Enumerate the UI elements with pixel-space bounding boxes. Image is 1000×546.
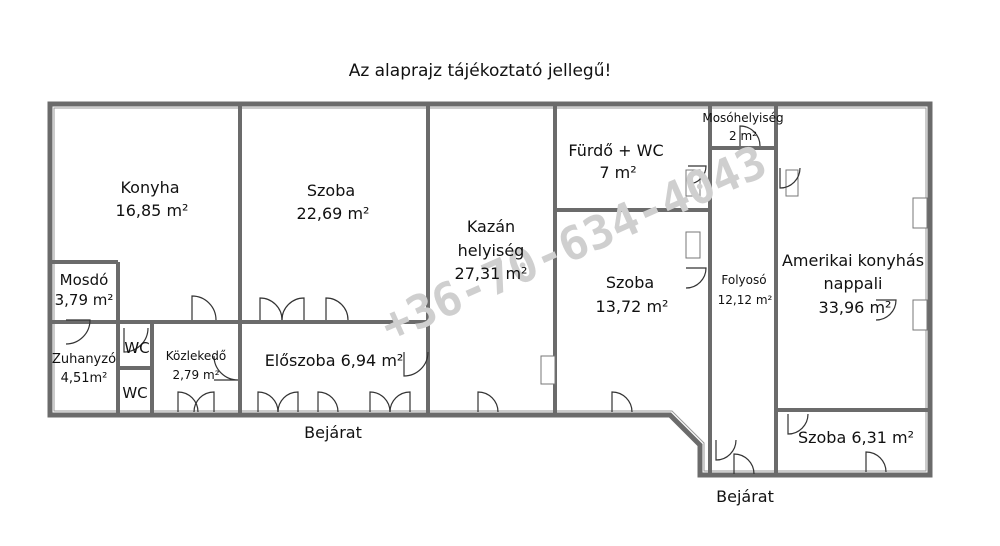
room-zuhanyzo-name: Zuhanyzó	[52, 352, 116, 367]
room-wc2-name: WC	[122, 384, 147, 402]
room-szoba2-area: 13,72 m²	[596, 297, 669, 316]
entrance-label-side: Bejárat	[716, 487, 774, 506]
room-szoba1-area: 22,69 m²	[297, 204, 370, 223]
room-nappali-name-1: Amerikai konyhás	[782, 251, 924, 270]
room-szoba1-name: Szoba	[307, 181, 355, 200]
room-szoba3-name: Szoba 6,31 m²	[798, 428, 914, 447]
room-mosdo-area: 3,79 m²	[55, 291, 114, 309]
doors	[65, 125, 897, 475]
interior-walls	[50, 104, 930, 475]
room-kozlekedo-name: Közlekedő	[166, 349, 227, 363]
room-kazan-name-2: helyiség	[458, 241, 525, 260]
room-konyha-name: Konyha	[120, 178, 179, 197]
room-labels: Konyha 16,85 m² Szoba 22,69 m² Kazán hel…	[52, 111, 924, 447]
room-moso-area: 2 m²	[729, 129, 757, 143]
room-nappali-area: 33,96 m²	[819, 298, 892, 317]
windows	[540, 169, 928, 385]
room-szoba2-name: Szoba	[606, 273, 654, 292]
room-eloszoba-name: Előszoba 6,94 m²	[265, 351, 404, 370]
room-furdo-area: 7 m²	[599, 163, 636, 182]
room-kozlekedo-area: 2,79 m²	[172, 368, 219, 382]
room-moso-name: Mosóhelyiség	[702, 111, 783, 125]
room-mosdo-name: Mosdó	[60, 271, 109, 289]
room-zuhanyzo-area: 4,51m²	[61, 371, 108, 386]
room-kazan-area: 27,31 m²	[455, 264, 528, 283]
room-folyoso-area: 12,12 m²	[718, 293, 773, 307]
page-title: Az alaprajz tájékoztató jellegű!	[349, 61, 612, 81]
phone-watermark: +36-70-634-4043	[373, 134, 774, 352]
room-kazan-name-1: Kazán	[467, 217, 515, 236]
room-nappali-name-2: nappali	[824, 274, 883, 293]
room-wc1-name: WC	[124, 339, 149, 357]
room-konyha-area: 16,85 m²	[116, 201, 189, 220]
entrance-label-main: Bejárat	[304, 423, 362, 442]
room-folyoso-name: Folyosó	[721, 273, 766, 287]
room-furdo-name: Fürdő + WC	[568, 141, 663, 160]
